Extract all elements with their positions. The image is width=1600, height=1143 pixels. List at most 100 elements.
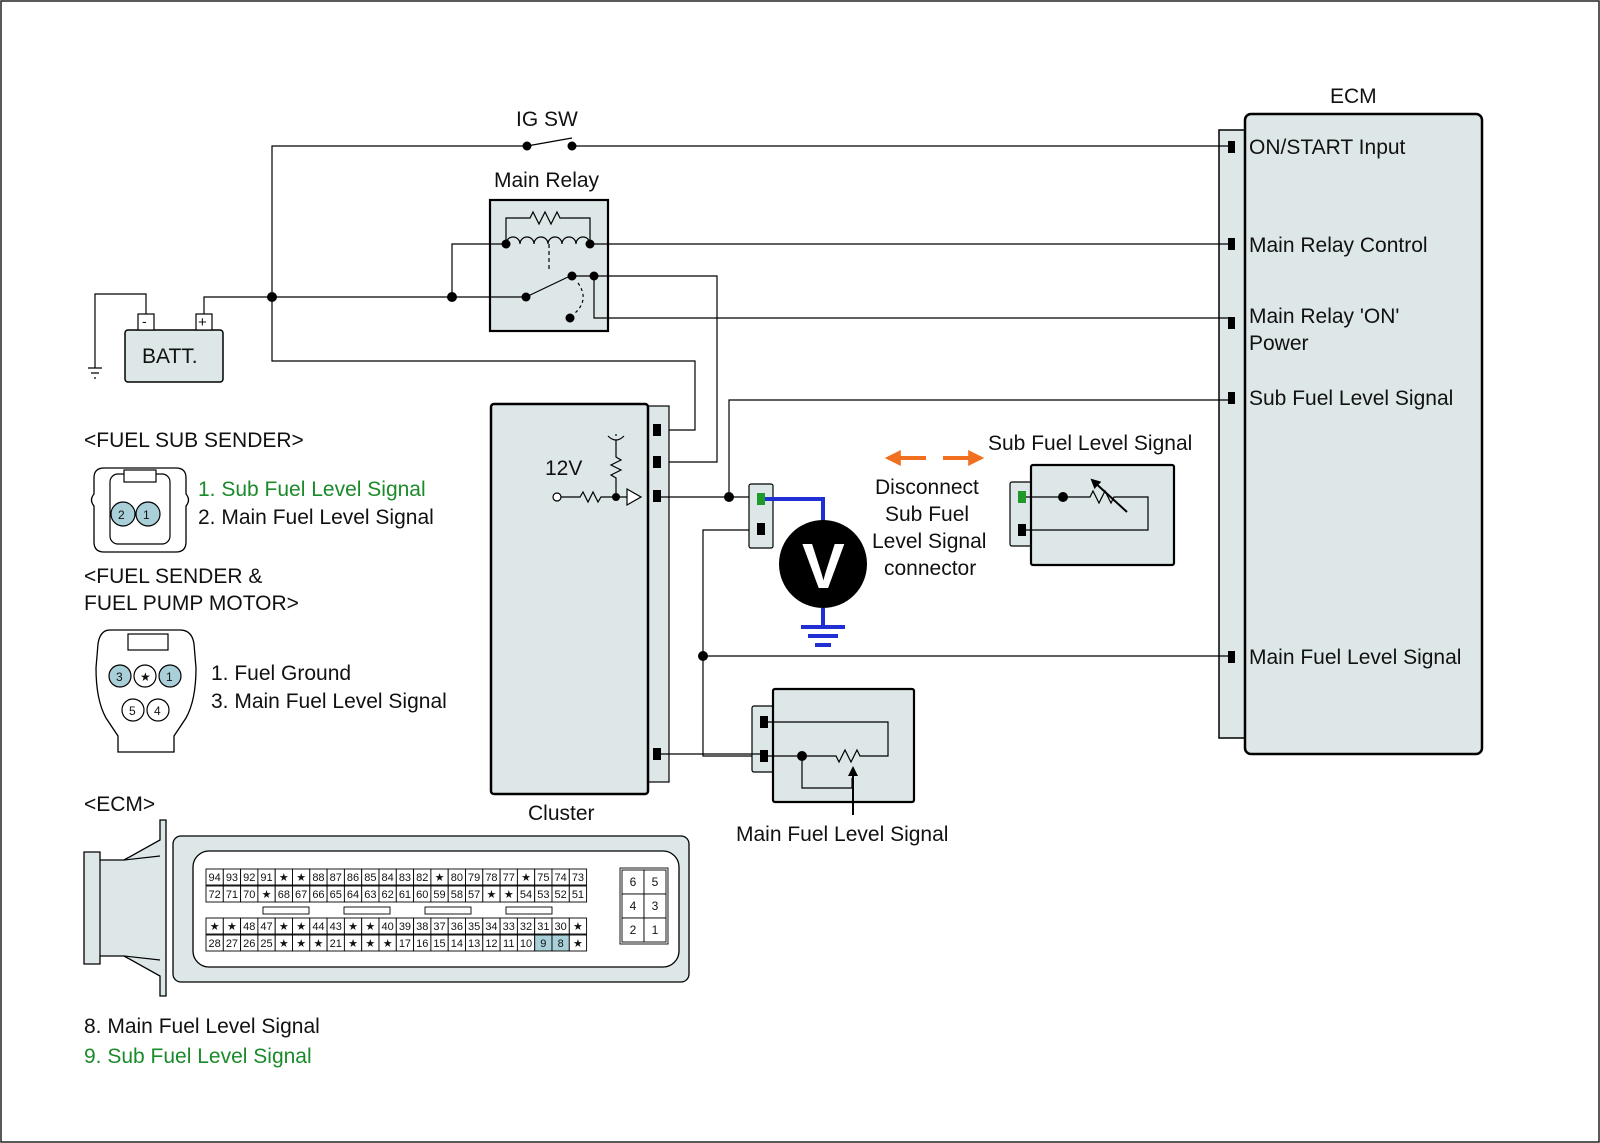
ecm-pin-label: 85	[364, 872, 376, 884]
ecm-terminal-relay-control: Main Relay Control	[1249, 234, 1428, 257]
disconnect-note: Disconnect Sub Fuel Level Signal connect…	[872, 450, 986, 580]
fuel-sub-sender-connector: <FUEL SUB SENDER> 2 1 1. Sub Fuel Level …	[84, 429, 434, 553]
ecm-side-pin-label: 2	[630, 923, 637, 937]
sub-fuel-sender: Sub Fuel Level Signal	[988, 432, 1192, 567]
ecm-pin-label: 11	[503, 938, 514, 950]
ecm-pin-label: 40	[382, 921, 394, 933]
ecm-pin-label: 52	[555, 889, 567, 901]
ecm-side-pin-label: 1	[652, 923, 659, 937]
ecm-pin-label: 33	[503, 921, 515, 933]
ecm-pin-cell	[568, 934, 588, 952]
ecm-pin-label: 34	[485, 921, 497, 933]
ecm-pin-label: ★	[314, 938, 324, 950]
cluster: Cluster 12V	[489, 402, 670, 825]
ecm-pin-label: ★	[279, 938, 289, 950]
pump-pin-5: 5	[129, 704, 136, 718]
ecm-title: ECM	[1330, 85, 1377, 108]
ecm-pin-label: 83	[399, 872, 411, 884]
ecm-pin-label: 94	[209, 872, 221, 884]
sub-sender-item-2: 2. Main Fuel Level Signal	[198, 506, 434, 529]
ecm-pin-label: 28	[209, 938, 221, 950]
ecm-side-pin-label: 4	[630, 899, 637, 913]
ecm-pin-label: ★	[296, 872, 306, 884]
ecm-pin-label: ★	[573, 921, 583, 933]
ecm-pin-label: ★	[279, 921, 289, 933]
ecm-pin-label: 17	[399, 938, 411, 950]
ecm-pin-label: 26	[243, 938, 255, 950]
ecm-pin-label: ★	[227, 921, 237, 933]
ecm-pin-label: 92	[243, 872, 255, 884]
sub-sender-title: Sub Fuel Level Signal	[988, 432, 1192, 455]
battery: - + BATT.	[88, 293, 224, 383]
ecm-pin-label: ★	[504, 889, 514, 901]
ecm-side-pin-label: 3	[652, 899, 659, 913]
ecm-key-slot	[262, 906, 310, 915]
pump-pin-4: 4	[154, 704, 161, 718]
ecm-pin-label: 87	[330, 872, 342, 884]
fuel-pump-title-2: FUEL PUMP MOTOR>	[84, 592, 299, 615]
fuel-sub-sender-title: <FUEL SUB SENDER>	[84, 429, 304, 452]
pump-pin-star: ★	[140, 670, 151, 684]
fuel-sender-pump-connector: <FUEL SENDER & FUEL PUMP MOTOR> 3 ★ 1 5 …	[84, 565, 447, 753]
ecm-pin-label: 65	[330, 889, 342, 901]
ecm-pin-label: 75	[537, 872, 549, 884]
ecm-pin-label: 27	[226, 938, 238, 950]
ecm-pin-label: 60	[416, 889, 428, 901]
ecm-pin-label: 66	[312, 889, 324, 901]
fuel-pump-title-1: <FUEL SENDER &	[84, 565, 262, 588]
ecm-key-slot	[505, 906, 553, 915]
ecm-pin-label: 71	[226, 889, 238, 901]
ecm-pin-label: 32	[520, 921, 532, 933]
ecm-pin-label: 37	[433, 921, 445, 933]
ecm-pin-label: ★	[262, 889, 272, 901]
ecm-pin-label: 30	[555, 921, 567, 933]
ecm-pin-label: ★	[383, 938, 393, 950]
ecm-pin-label: 82	[416, 872, 428, 884]
ecm-pin-label: 58	[451, 889, 463, 901]
ecm-pin-label: ★	[279, 872, 289, 884]
ig-sw-label: IG SW	[516, 108, 578, 131]
ecm-pin-label: 9	[540, 938, 546, 950]
ecm-pin-label: 38	[416, 921, 428, 933]
disconnect-line-2: Sub Fuel	[885, 503, 969, 526]
ecm-pin-label: 59	[433, 889, 445, 901]
ignition-switch: IG SW	[271, 108, 1228, 292]
ecm-pin-label: 61	[399, 889, 411, 901]
ecm-key-slot	[343, 906, 391, 915]
ecm-pin-label: 25	[260, 938, 272, 950]
main-relay: Main Relay	[451, 169, 1228, 463]
ecm-key-slot	[424, 906, 472, 915]
sub-sender-pin-2: 2	[118, 508, 125, 522]
ecm-module: ECM ON/START Input Main Relay Control Ma…	[1218, 85, 1484, 756]
ecm-pin-label: 12	[485, 938, 497, 950]
battery-minus: -	[142, 313, 147, 329]
ecm-pin-label: 16	[416, 938, 428, 950]
ecm-side-pin-label: 5	[652, 875, 659, 889]
ecm-pin-label: 10	[520, 938, 532, 950]
ecm-pin-label: 86	[347, 872, 359, 884]
ecm-pin-label: 73	[572, 872, 584, 884]
ecm-pin-label: 31	[537, 921, 549, 933]
ecm-pin-label: ★	[365, 921, 375, 933]
voltmeter-label: V	[802, 530, 845, 602]
ecm-pin-label: 54	[520, 889, 532, 901]
ecm-pin-label: ★	[296, 938, 306, 950]
ecm-terminal-main-fuel: Main Fuel Level Signal	[1249, 646, 1461, 669]
ecm-pin-label: ★	[487, 889, 497, 901]
ecm-pin-label: 53	[537, 889, 549, 901]
ecm-pin-label: 78	[485, 872, 497, 884]
ecm-pin-label: 15	[433, 938, 445, 950]
ecm-side-pin-label: 6	[630, 875, 637, 889]
ecm-pin-label: 77	[503, 872, 515, 884]
sub-fuel-ecm-wire	[728, 399, 1228, 497]
ecm-pin-label: 68	[278, 889, 290, 901]
ecm-pin-label: 84	[382, 872, 394, 884]
pump-item-3: 3. Main Fuel Level Signal	[211, 690, 447, 713]
pump-item-1: 1. Fuel Ground	[211, 662, 351, 685]
ecm-pin-label: ★	[435, 872, 445, 884]
ecm-pin-label: 63	[364, 889, 376, 901]
